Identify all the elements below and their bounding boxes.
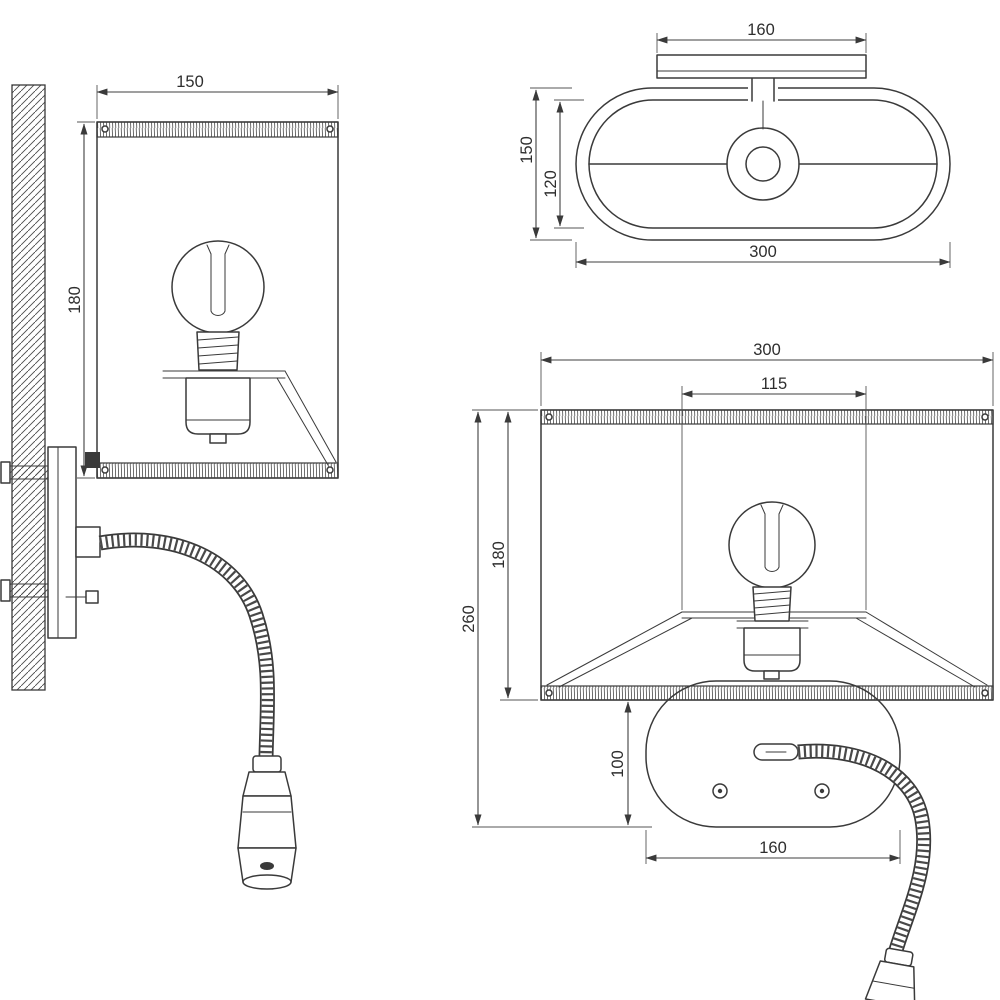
dim-label-top-depth: 150 — [518, 136, 536, 164]
dim-label-front-shade-height: 180 — [490, 541, 508, 569]
front-bulb — [728, 501, 816, 622]
shade-pin-icon — [326, 466, 334, 474]
bolt-head — [0, 461, 11, 484]
shade-mount-block — [85, 452, 100, 468]
dim-label-front-total-height: 260 — [460, 605, 478, 633]
front-socket — [736, 620, 809, 680]
top-hub — [726, 127, 800, 201]
top-view: 160 150 120 300 — [518, 21, 951, 268]
top-bracket — [656, 54, 867, 79]
front-base — [645, 680, 901, 828]
head-led — [260, 862, 274, 870]
head-lens — [242, 874, 292, 890]
front-shade-top-band — [540, 409, 994, 425]
front-shade — [540, 409, 994, 701]
dim-top-depth: 150 — [518, 87, 572, 241]
wall-section — [11, 84, 46, 691]
side-shade-top-band — [96, 121, 339, 138]
front-shade-bottom-band — [540, 685, 994, 701]
dim-label-top-width: 300 — [749, 243, 777, 261]
bulb-screw-base — [196, 331, 240, 371]
dim-top-width: 300 — [575, 242, 951, 268]
shade-pin-icon — [101, 466, 109, 474]
wall-bracket — [0, 446, 101, 639]
dim-side-height: 180 — [66, 121, 95, 479]
dim-front-shade-height: 180 — [472, 409, 538, 701]
side-bulb — [171, 240, 265, 371]
dim-label-side-height: 180 — [66, 286, 84, 314]
side-gooseneck — [98, 532, 276, 759]
dim-front-base-width: 160 — [645, 830, 901, 864]
front-gooseneck — [753, 743, 932, 953]
dim-side-width: 150 — [96, 73, 339, 119]
dim-top-bracket-width: 160 — [656, 21, 867, 53]
shade-pin-icon — [545, 689, 553, 697]
front-view: 300 115 180 260 100 — [460, 341, 994, 1000]
socket-switch — [209, 433, 227, 444]
shade-pin-icon — [326, 125, 334, 133]
dim-label-front-width: 300 — [753, 341, 781, 359]
mount-bolt — [7, 465, 49, 480]
side-harp — [162, 370, 337, 466]
side-reading-head — [237, 755, 297, 890]
bolt-head — [0, 579, 11, 602]
front-reading-head — [864, 947, 916, 1000]
dim-front-total-height: 260 — [460, 411, 652, 828]
mount-bolt — [7, 583, 49, 598]
dim-label-front-base-width: 160 — [759, 839, 787, 857]
dim-label-side-width: 150 — [176, 73, 204, 91]
dim-label-front-base-height: 100 — [609, 750, 627, 778]
set-screw — [85, 590, 99, 604]
dim-label-front-harp-width: 115 — [761, 375, 787, 393]
shade-pin-icon — [545, 413, 553, 421]
base-screw — [814, 783, 830, 799]
dim-front-base-height: 100 — [609, 701, 632, 826]
side-shade-bottom-band — [96, 462, 339, 479]
dim-label-top-bracket-width: 160 — [747, 21, 775, 39]
shade-pin-icon — [101, 125, 109, 133]
side-socket — [185, 377, 251, 444]
socket-switch — [763, 670, 780, 680]
top-shade-outline — [575, 77, 951, 241]
wall-hatch — [11, 84, 46, 691]
shade-pin-icon — [981, 413, 989, 421]
shade-pin-icon — [981, 689, 989, 697]
dim-label-top-inner-depth: 120 — [542, 170, 560, 198]
head-collar — [252, 755, 282, 773]
dim-front-width: 300 — [540, 341, 994, 406]
side-shade — [85, 121, 339, 479]
dim-top-inner-depth: 120 — [542, 99, 584, 229]
dim-front-harp-width: 115 — [681, 375, 867, 610]
base-screw — [712, 783, 728, 799]
gooseneck-pivot — [75, 526, 101, 558]
side-view: 150 180 — [0, 73, 339, 890]
